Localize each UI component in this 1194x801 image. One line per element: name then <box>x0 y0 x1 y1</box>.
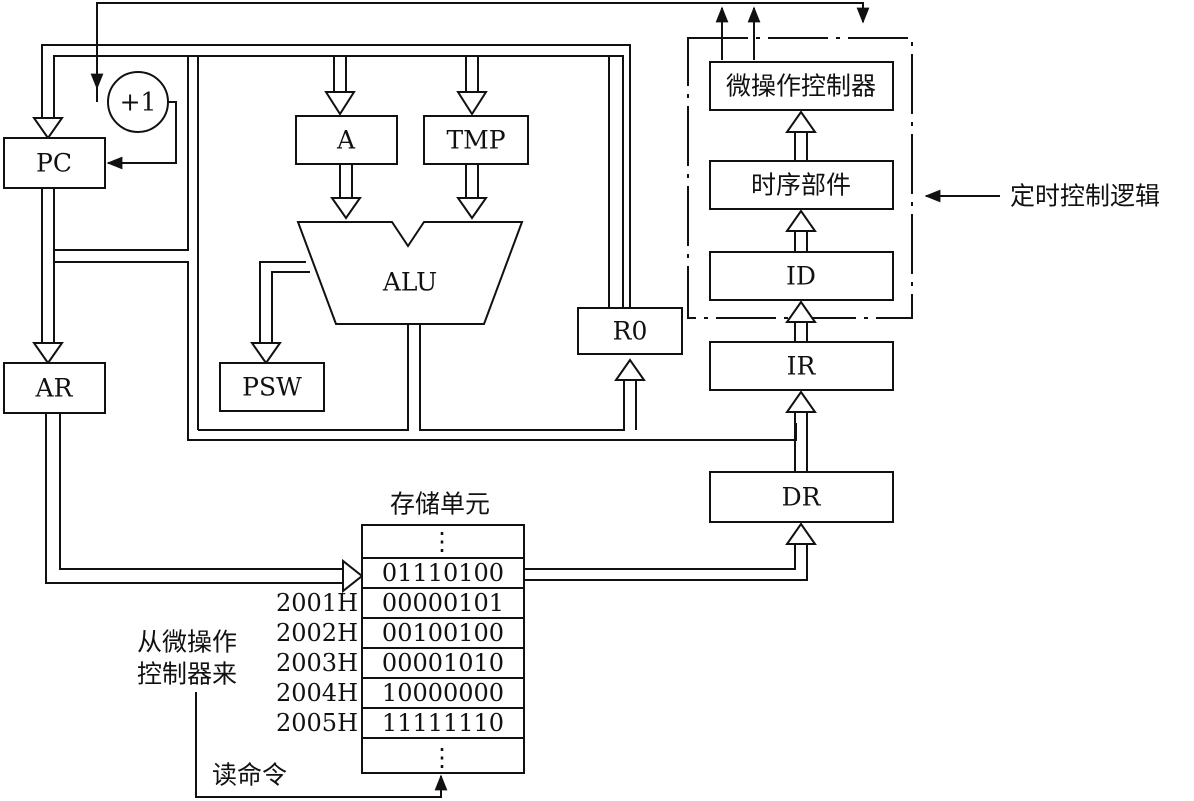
memory-cell-value: 10000000 <box>382 679 504 707</box>
psw-label: PSW <box>242 373 302 402</box>
id-decoder <box>709 251 894 301</box>
increment-feedback-line <box>106 101 177 170</box>
memory-cell-address: 2005H <box>276 709 358 737</box>
arrow-a-into-alu <box>330 197 362 220</box>
id-label: ID <box>786 262 816 291</box>
arrow-into-ir <box>785 390 817 413</box>
arrow-into-dr <box>785 522 817 545</box>
micro-op-controller-label: 微操作控制器 <box>726 72 876 101</box>
timing-control-logic-label: 定时控制逻辑 <box>1010 182 1160 211</box>
timing-unit-label: 时序部件 <box>751 171 851 200</box>
arrow-into-memory <box>342 558 364 594</box>
arrow-into-a <box>324 91 356 116</box>
memory-to-dr-bus-outer <box>524 544 796 570</box>
memory-title: 存储单元 <box>390 490 490 519</box>
increment-label: +1 <box>120 88 157 117</box>
r0-label: R0 <box>613 317 648 346</box>
a-label: A <box>336 126 356 155</box>
tmp-register <box>423 115 529 165</box>
ar-to-memory-bus-outer <box>45 413 343 584</box>
arrow-into-id <box>785 300 817 323</box>
dr-register <box>709 471 894 523</box>
ar-to-memory-bus-inner <box>59 413 343 570</box>
memory-cell-value: 00001010 <box>382 649 504 677</box>
memory-cell-value: 01110100 <box>382 559 504 587</box>
alu-unit <box>296 221 524 325</box>
alu-to-psw-outer <box>259 261 306 343</box>
memory-cell-address: 2003H <box>276 649 358 677</box>
arrow-into-tmp <box>456 91 488 116</box>
dr-label: DR <box>782 483 822 512</box>
pc-label: PC <box>36 149 72 178</box>
timing-unit <box>709 160 894 210</box>
ir-register <box>709 341 894 391</box>
pc-register <box>3 137 106 189</box>
from-micro-line2: 控制器来 <box>137 660 237 689</box>
memory-cell-address: 2001H <box>276 589 358 617</box>
ir-label: IR <box>787 352 817 381</box>
tmp-label: TMP <box>446 126 505 155</box>
alu-to-psw-inner <box>271 271 310 343</box>
arrow-into-r0 <box>614 358 646 381</box>
ar-label: AR <box>35 374 74 403</box>
read-command-label: 读命令 <box>212 761 287 790</box>
memory-cell-value: 00100100 <box>382 619 504 647</box>
arrow-into-micro <box>785 110 817 133</box>
r0-to-pc-bus-outer <box>41 44 631 308</box>
micro-op-controller <box>709 61 894 111</box>
arrow-into-pc <box>32 117 64 140</box>
memory-cell-value: 11111110 <box>382 709 504 737</box>
memory-ellipsis-bottom: ⋮ <box>430 743 455 772</box>
arrow-into-psw <box>250 342 282 365</box>
alu-output-bus-right <box>419 324 625 431</box>
read-command-line <box>195 692 448 798</box>
from-micro-line1: 从微操作 <box>137 628 237 657</box>
ar-register <box>3 362 106 414</box>
memory-cell-value: 00000101 <box>382 589 504 617</box>
memory-cell-address: 2002H <box>276 619 358 647</box>
memory-to-dr-bus-inner <box>524 544 808 581</box>
arrow-tmp-into-alu <box>456 197 488 220</box>
control-unit-frame <box>687 37 913 319</box>
memory-ellipsis-top: ⋮ <box>430 527 455 556</box>
alu-output-bus-left <box>198 324 409 431</box>
a-register <box>295 115 398 165</box>
alu-label: ALU <box>382 268 437 297</box>
arrow-into-ar <box>32 342 64 365</box>
memory-cell-address: 2004H <box>276 679 358 707</box>
psw-register <box>219 362 325 412</box>
r0-register <box>577 307 683 355</box>
arrow-into-timing <box>785 209 817 232</box>
